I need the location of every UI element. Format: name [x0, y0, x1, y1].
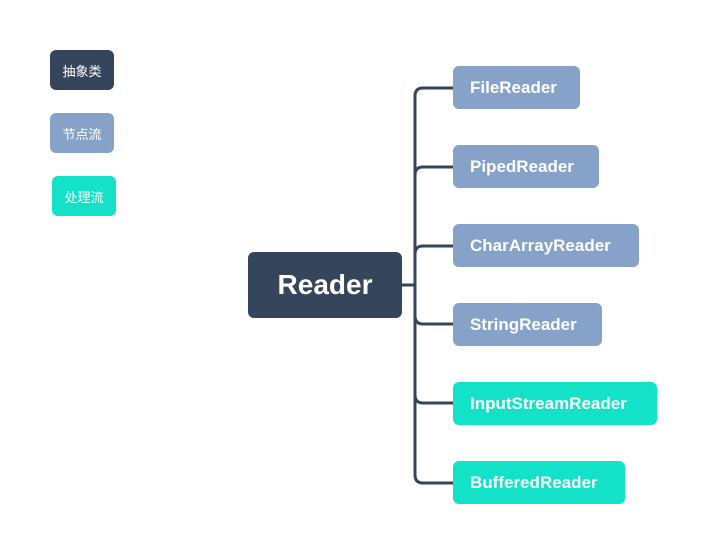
child-node-inputstreamreader[interactable]: InputStreamReader — [453, 382, 657, 425]
root-node-reader[interactable]: Reader — [248, 252, 402, 318]
legend-node-stream: 节点流 — [50, 113, 114, 153]
legend-abstract-class: 抽象类 — [50, 50, 114, 90]
legend-processing-stream: 处理流 — [52, 176, 116, 216]
child-node-stringreader[interactable]: StringReader — [453, 303, 602, 346]
branch-connector-3 — [413, 244, 455, 256]
child-node-chararrayreader[interactable]: CharArrayReader — [453, 224, 639, 267]
branch-connector-4 — [413, 314, 455, 326]
spine-connector — [413, 86, 425, 485]
branch-connector-2 — [413, 165, 455, 177]
child-node-pipedreader[interactable]: PipedReader — [453, 145, 599, 188]
branch-connector-5 — [413, 393, 455, 405]
child-node-filereader[interactable]: FileReader — [453, 66, 580, 109]
child-node-bufferedreader[interactable]: BufferedReader — [453, 461, 625, 504]
